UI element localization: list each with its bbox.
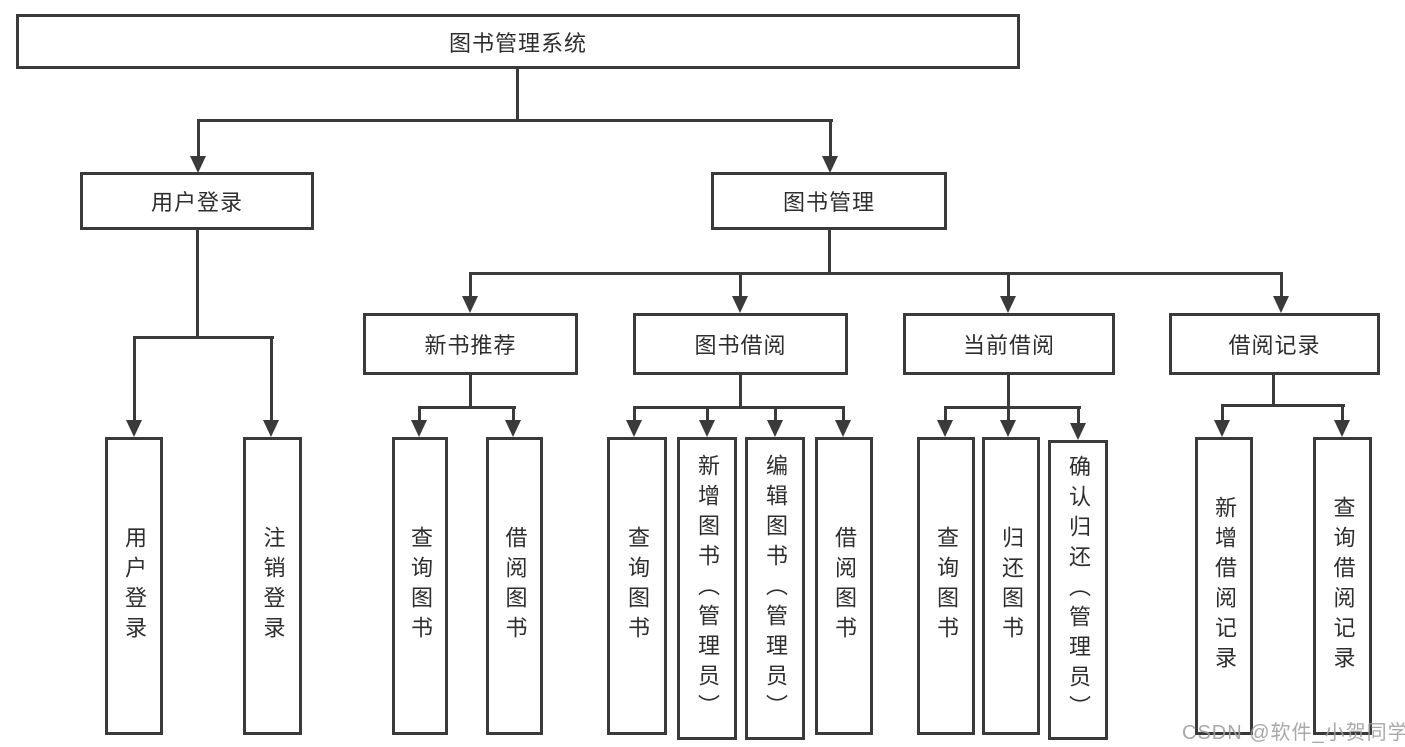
arrowhead-down-icon [462, 296, 478, 313]
arrowhead-down-icon [1000, 296, 1016, 313]
leaf-nb-borrow-book-label: 借阅图书 [502, 526, 528, 646]
connector-drop-current-borrow [1007, 272, 1010, 300]
leaf-bb-query-book-label: 查询图书 [625, 526, 650, 646]
node-book-borrow-label: 图书借阅 [694, 333, 787, 358]
connector-newbook-vline [469, 375, 472, 408]
node-book-borrow: 图书借阅 [633, 313, 848, 375]
arrowhead-down-icon [822, 156, 838, 173]
connector-currentborrow-vline [1007, 375, 1010, 408]
arrowhead-down-icon [505, 420, 521, 437]
leaf-logout-login-label: 注销登录 [260, 526, 286, 646]
connector-borrowrecord-vline [1272, 375, 1275, 406]
leaf-br-query-record: 查询借阅记录 [1313, 437, 1372, 735]
connector-drop-br-add [1221, 404, 1224, 422]
arrowhead-down-icon [835, 420, 851, 437]
leaf-cb-confirm-return-admin-label: 确认归还（管理员） [1066, 455, 1091, 725]
connector-borrowrecord-hline [1221, 404, 1345, 407]
node-borrow-record: 借阅记录 [1169, 313, 1380, 375]
connector-root-vline [516, 69, 519, 121]
connector-drop-book-borrow [739, 272, 742, 300]
connector-bookmgmt-vline [828, 230, 831, 274]
arrowhead-down-icon [937, 420, 953, 437]
connector-newbook-hline [418, 406, 516, 409]
connector-root-hline [197, 119, 833, 122]
connector-drop-br-query [1341, 404, 1344, 422]
connector-drop-leaf-user-login [133, 336, 136, 424]
connector-drop-book-mgmt [829, 119, 832, 161]
connector-drop-user-login [197, 119, 200, 161]
connector-drop-nb-query [418, 406, 421, 422]
connector-drop-new-book [469, 272, 472, 300]
node-book-management-label: 图书管理 [782, 190, 875, 215]
leaf-br-add-record: 新增借阅记录 [1195, 437, 1253, 735]
leaf-cb-return-book-label: 归还图书 [999, 526, 1024, 646]
arrowhead-down-icon [411, 420, 427, 437]
connector-drop-bb-edit [774, 406, 777, 422]
node-new-book-recommend-label: 新书推荐 [424, 333, 517, 358]
connector-drop-cb-confirm [1077, 406, 1080, 424]
leaf-user-login-label: 用户登录 [122, 526, 147, 646]
arrowhead-down-icon [626, 420, 642, 437]
leaf-bb-edit-book-admin: 编辑图书（管理员） [745, 437, 805, 740]
connector-drop-bb-add [706, 406, 709, 422]
node-root-library-system: 图书管理系统 [16, 14, 1020, 69]
leaf-cb-query-book-label: 查询图书 [934, 526, 959, 646]
connector-currentborrow-hline [944, 406, 1081, 409]
connector-drop-nb-borrow [512, 406, 515, 422]
leaf-cb-query-book: 查询图书 [917, 437, 975, 735]
leaf-user-login: 用户登录 [105, 437, 163, 735]
connector-drop-bb-borrow [842, 406, 845, 422]
leaf-bb-add-book-admin: 新增图书（管理员） [677, 437, 737, 740]
connector-drop-bb-query [633, 406, 636, 422]
connector-userlogin-vline [196, 230, 199, 338]
connector-drop-cb-query [944, 406, 947, 422]
leaf-logout-login: 注销登录 [243, 437, 302, 735]
arrowhead-down-icon [263, 420, 279, 437]
leaf-bb-borrow-book: 借阅图书 [815, 437, 873, 735]
node-current-borrow: 当前借阅 [903, 313, 1115, 375]
connector-bookmgmt-hline [469, 272, 1283, 275]
arrowhead-down-icon [1214, 420, 1230, 437]
csdn-watermark: CSDN @软件_小贺同学 [1182, 722, 1405, 744]
leaf-bb-edit-book-admin-label: 编辑图书（管理员） [763, 453, 788, 724]
connector-userlogin-hline [133, 336, 274, 339]
connector-drop-cb-return [1007, 406, 1010, 422]
connector-drop-leaf-logout [270, 336, 273, 424]
arrowhead-down-icon [767, 420, 783, 437]
leaf-nb-query-book: 查询图书 [392, 437, 448, 735]
node-user-login: 用户登录 [80, 172, 314, 230]
node-root-label: 图书管理系统 [448, 30, 587, 56]
arrowhead-down-icon [1334, 420, 1350, 437]
node-user-login-label: 用户登录 [150, 190, 243, 215]
leaf-bb-add-book-admin-label: 新增图书（管理员） [695, 453, 720, 724]
connector-bookborrow-hline [633, 406, 845, 409]
node-current-borrow-label: 当前借阅 [962, 333, 1055, 358]
arrowhead-down-icon [1070, 423, 1086, 440]
arrowhead-down-icon [126, 420, 142, 437]
arrowhead-down-icon [699, 420, 715, 437]
node-borrow-record-label: 借阅记录 [1228, 333, 1321, 358]
arrowhead-down-icon [1273, 296, 1289, 313]
node-new-book-recommend: 新书推荐 [363, 313, 578, 375]
leaf-br-query-record-label: 查询借阅记录 [1330, 496, 1356, 676]
leaf-br-add-record-label: 新增借阅记录 [1212, 496, 1237, 676]
arrowhead-down-icon [190, 156, 206, 173]
leaf-nb-query-book-label: 查询图书 [408, 526, 433, 646]
leaf-cb-confirm-return-admin: 确认归还（管理员） [1048, 440, 1108, 740]
connector-drop-borrow-record [1280, 272, 1283, 300]
leaf-nb-borrow-book: 借阅图书 [486, 437, 543, 735]
leaf-cb-return-book: 归还图书 [982, 437, 1040, 735]
leaf-bb-borrow-book-label: 借阅图书 [832, 526, 857, 646]
arrowhead-down-icon [1000, 420, 1016, 437]
connector-bookborrow-vline [739, 375, 742, 408]
node-book-management: 图书管理 [711, 172, 947, 230]
leaf-bb-query-book: 查询图书 [607, 437, 667, 735]
arrowhead-down-icon [732, 296, 748, 313]
